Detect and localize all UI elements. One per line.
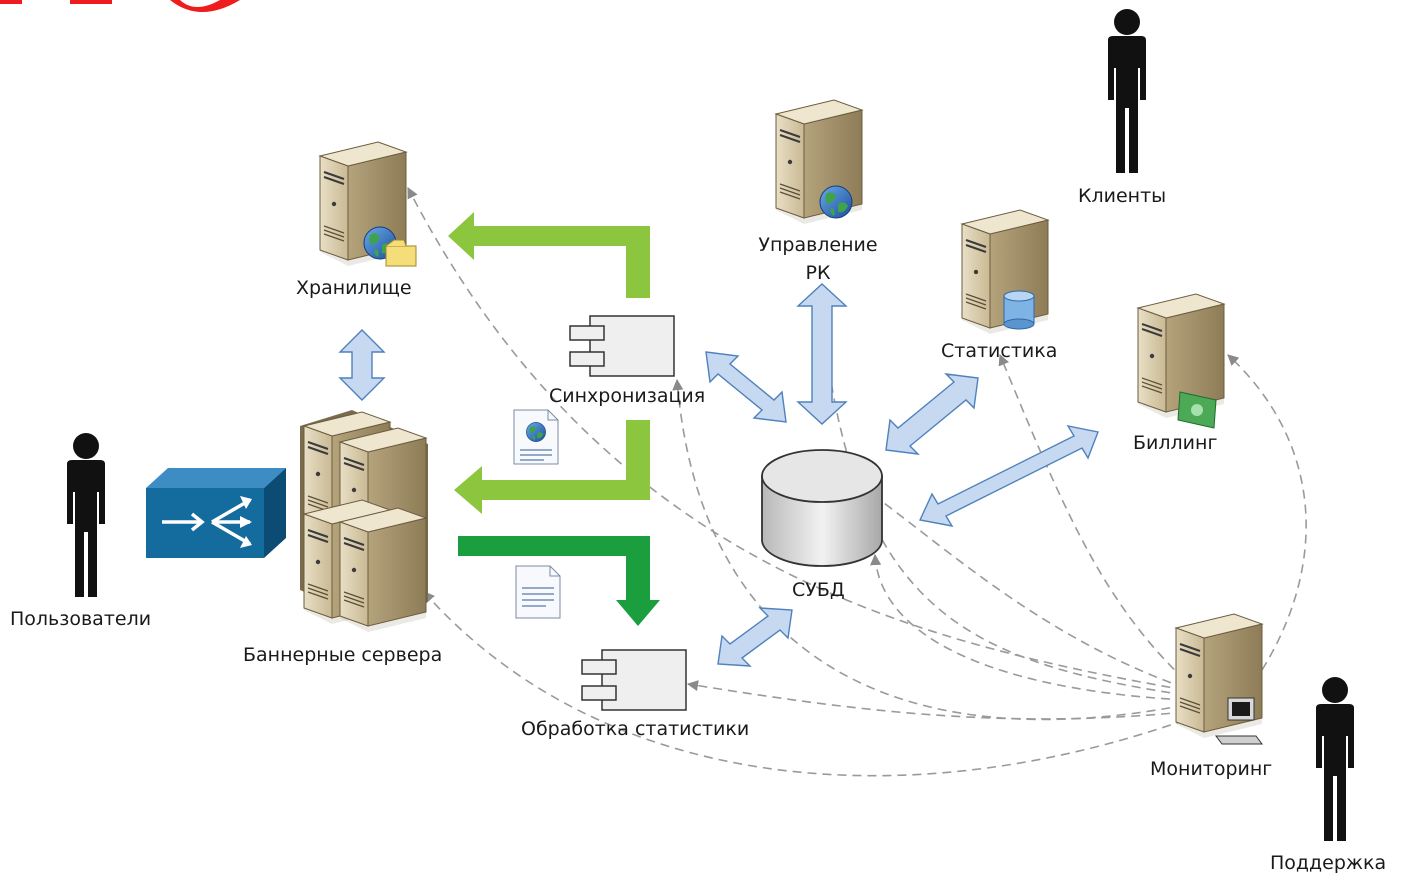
cylinder-icon — [1003, 290, 1035, 330]
database-icon — [761, 449, 883, 567]
folder-icon — [385, 239, 417, 267]
dash-link-extra — [879, 499, 1186, 689]
statistics-label: Статистика — [941, 340, 1058, 362]
bidir-arrow-storage-banners — [338, 329, 386, 401]
bidir-arrow-billing-dbms — [918, 425, 1099, 527]
statistics-server-icon — [961, 209, 1049, 335]
storage-label: Хранилище — [296, 277, 412, 299]
clients-person-icon — [1108, 9, 1146, 173]
monitoring-server-icon — [1175, 613, 1263, 745]
dash-link-banner-servers — [423, 591, 1186, 777]
bidir-arrow-campaign-dbms — [796, 283, 848, 425]
dash-link-storage — [407, 187, 1186, 691]
campaign-server-icon — [775, 99, 863, 225]
sync-component-icon — [569, 315, 675, 377]
dash-link-campaign — [815, 298, 1186, 696]
server-cluster-icon — [300, 410, 428, 633]
monitoring-label: Мониторинг — [1150, 758, 1273, 780]
billing-server-icon — [1137, 293, 1225, 429]
dash-link-billing — [1227, 354, 1307, 671]
billing-label: Биллинг — [1133, 432, 1218, 454]
campaign-mgmt-label: Управление РК — [758, 234, 878, 284]
stats-processing-component-icon — [581, 649, 687, 711]
green-arrow-banners-to-stats — [458, 536, 660, 626]
workstation-icon — [1215, 697, 1263, 745]
router-icon — [146, 468, 286, 558]
red-logo-fragment — [0, 0, 240, 12]
green-arrow-sync-to-storage — [448, 212, 650, 298]
dash-link-stats-processing — [686, 680, 1186, 720]
support-person-icon — [1316, 677, 1354, 841]
storage-server-icon — [319, 141, 417, 267]
support-label: Поддержка — [1270, 852, 1387, 874]
green-arrow-sync-to-banners — [454, 420, 650, 514]
bidir-arrow-sync-dbms — [705, 351, 787, 423]
money-icon — [1177, 391, 1217, 429]
banner-servers-label: Баннерные сервера — [243, 644, 443, 666]
web-document-icon — [513, 409, 559, 465]
users-label: Пользователи — [10, 608, 152, 630]
monitoring-dashed-links — [407, 187, 1307, 777]
sync-label: Синхронизация — [549, 385, 706, 407]
dbms-label: СУБД — [792, 579, 845, 601]
dash-link-sync — [672, 378, 1186, 721]
dash-link-statistics — [998, 353, 1186, 681]
document-icon — [515, 565, 561, 619]
bidir-arrow-stats-dbms — [885, 373, 979, 455]
bidir-arrow-dbms-stats-processing — [717, 607, 793, 667]
stats-processing-label: Обработка статистики — [521, 718, 750, 740]
users-person-icon — [67, 433, 105, 597]
dash-link-dbms — [870, 553, 1186, 701]
clients-label: Клиенты — [1078, 185, 1167, 207]
